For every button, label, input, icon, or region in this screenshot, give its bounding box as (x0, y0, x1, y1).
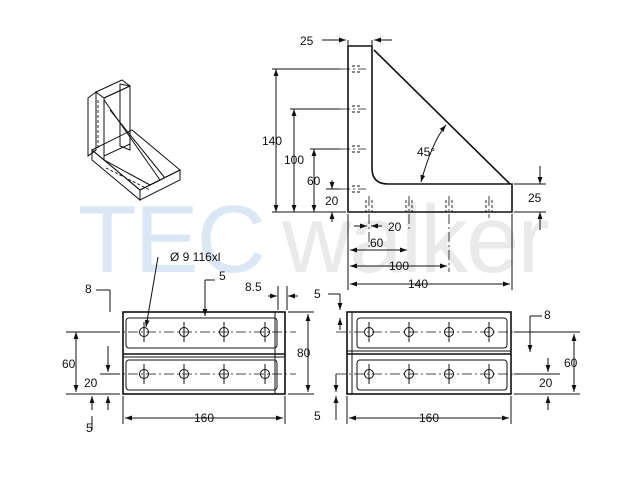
watermark: TEC walker (78, 186, 550, 293)
dim-angle-45: 45° (417, 145, 435, 159)
dim-h-60: 60 (307, 174, 321, 188)
dim-left-5-top: 5 (219, 269, 226, 283)
front-view-left: Ø 9 116xl 5 8 8.5 60 20 5 80 (62, 250, 314, 435)
dim-b-140: 140 (408, 277, 428, 291)
dim-left-60: 60 (62, 357, 76, 371)
dim-right-25: 25 (528, 191, 542, 205)
dim-left-8: 8 (85, 282, 92, 296)
dim-b-60: 60 (370, 236, 384, 250)
dim-b-100: 100 (389, 259, 409, 273)
dim-h-100: 100 (284, 153, 304, 167)
dim-right-5-bot: 5 (314, 409, 321, 423)
dim-h-140: 140 (262, 134, 282, 148)
dim-left-80: 80 (297, 346, 311, 360)
side-view: 25 140 100 60 20 45° 25 20 60 (262, 34, 546, 291)
front-view-right: 5 8 60 20 5 160 (314, 287, 580, 425)
isometric-view (87, 79, 181, 202)
watermark-walker: walker (281, 186, 548, 293)
dim-right-8: 8 (544, 308, 551, 322)
dim-b-20: 20 (388, 220, 402, 234)
dim-right-20: 20 (539, 376, 553, 390)
dim-left-8-5: 8.5 (245, 280, 262, 294)
dim-hole-callout: Ø 9 116xl (170, 250, 220, 264)
dim-right-160: 160 (419, 411, 439, 425)
dim-top-25: 25 (300, 34, 314, 48)
dim-right-60: 60 (564, 356, 578, 370)
dim-left-5-bot: 5 (86, 421, 93, 435)
watermark-tec: TEC (78, 186, 264, 293)
dim-right-5-top: 5 (314, 287, 321, 301)
dim-h-20: 20 (325, 194, 339, 208)
dim-left-20: 20 (84, 376, 98, 390)
dim-left-160: 160 (194, 411, 214, 425)
